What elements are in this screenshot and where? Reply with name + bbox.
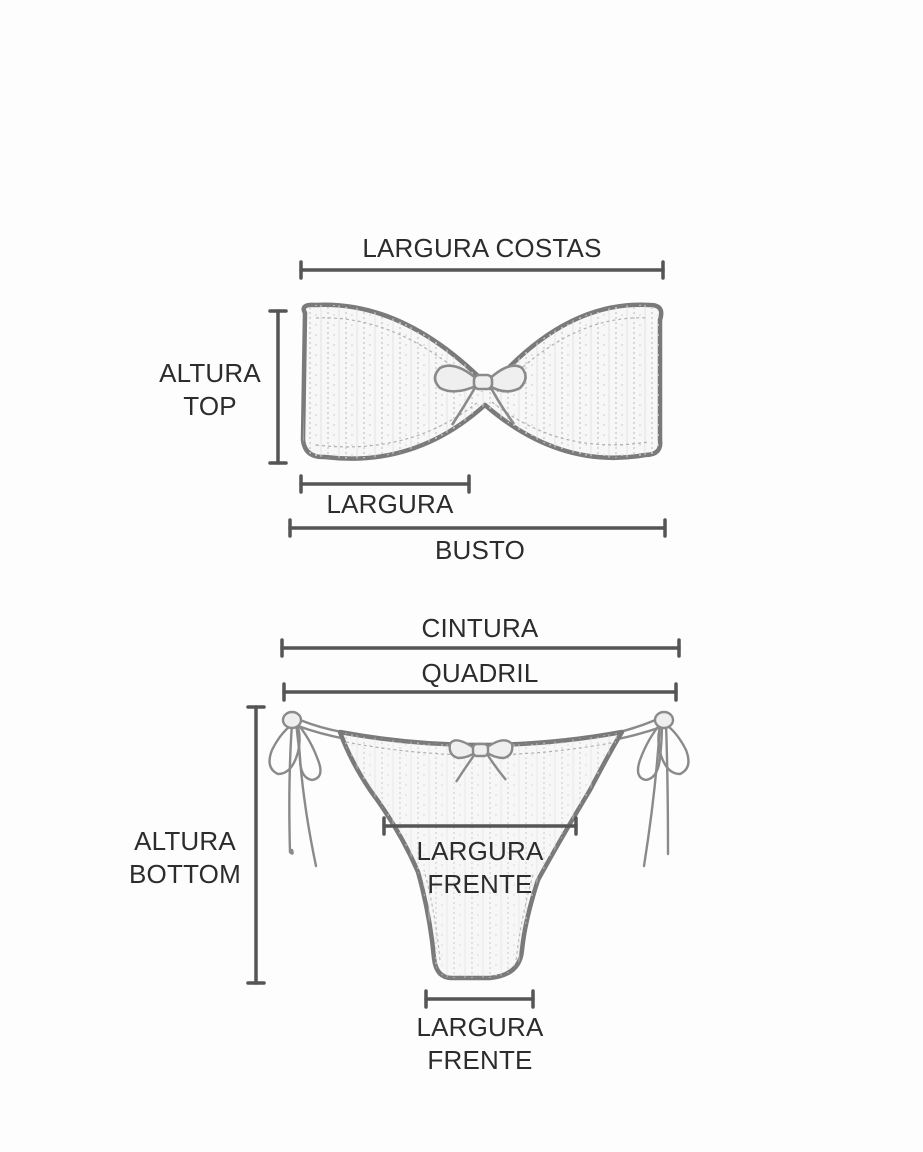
label-bottom-height: ALTURA BOTTOM (118, 825, 252, 891)
measure-line-bust (288, 518, 667, 538)
measure-line-front-width-lower (424, 989, 535, 1009)
label-bottom-height-line2: BOTTOM (129, 859, 241, 889)
label-front-width-lower-line2: FRENTE (427, 1045, 533, 1075)
label-top-height-line2: TOP (183, 391, 237, 421)
measure-line-top-back-width (299, 260, 665, 280)
label-front-width-upper-line1: LARGURA (416, 836, 544, 866)
top-bow-icon (433, 364, 527, 426)
label-front-width-lower: LARGURA FRENTE (390, 1011, 570, 1077)
label-front-width-upper-line2: FRENTE (427, 869, 533, 899)
bikini-bottom (268, 710, 690, 981)
label-top-back-width: LARGURA COSTAS (362, 233, 602, 263)
measure-line-front-width-upper (382, 816, 578, 836)
label-waist: CINTURA (421, 613, 539, 643)
bottom-bow-icon (448, 739, 514, 783)
measure-line-top-width (299, 474, 471, 494)
label-bust: BUSTO (434, 535, 526, 565)
measure-line-bottom-height (246, 705, 266, 985)
label-top-height-line1: ALTURA (159, 358, 261, 388)
label-bottom-height-line1: ALTURA (134, 826, 236, 856)
label-hip: QUADRIL (421, 658, 539, 688)
bikini-top (300, 302, 664, 461)
label-front-width-lower-line1: LARGURA (416, 1012, 544, 1042)
right-tie-string-icon (616, 710, 690, 868)
label-front-width-upper: LARGURA FRENTE (390, 835, 570, 901)
label-top-width: LARGURA (326, 489, 454, 519)
label-top-height: ALTURA TOP (150, 357, 270, 423)
left-tie-string-icon (268, 710, 348, 868)
measure-line-top-height (268, 309, 288, 465)
measure-line-hip (282, 682, 678, 702)
measure-line-waist (280, 638, 681, 658)
